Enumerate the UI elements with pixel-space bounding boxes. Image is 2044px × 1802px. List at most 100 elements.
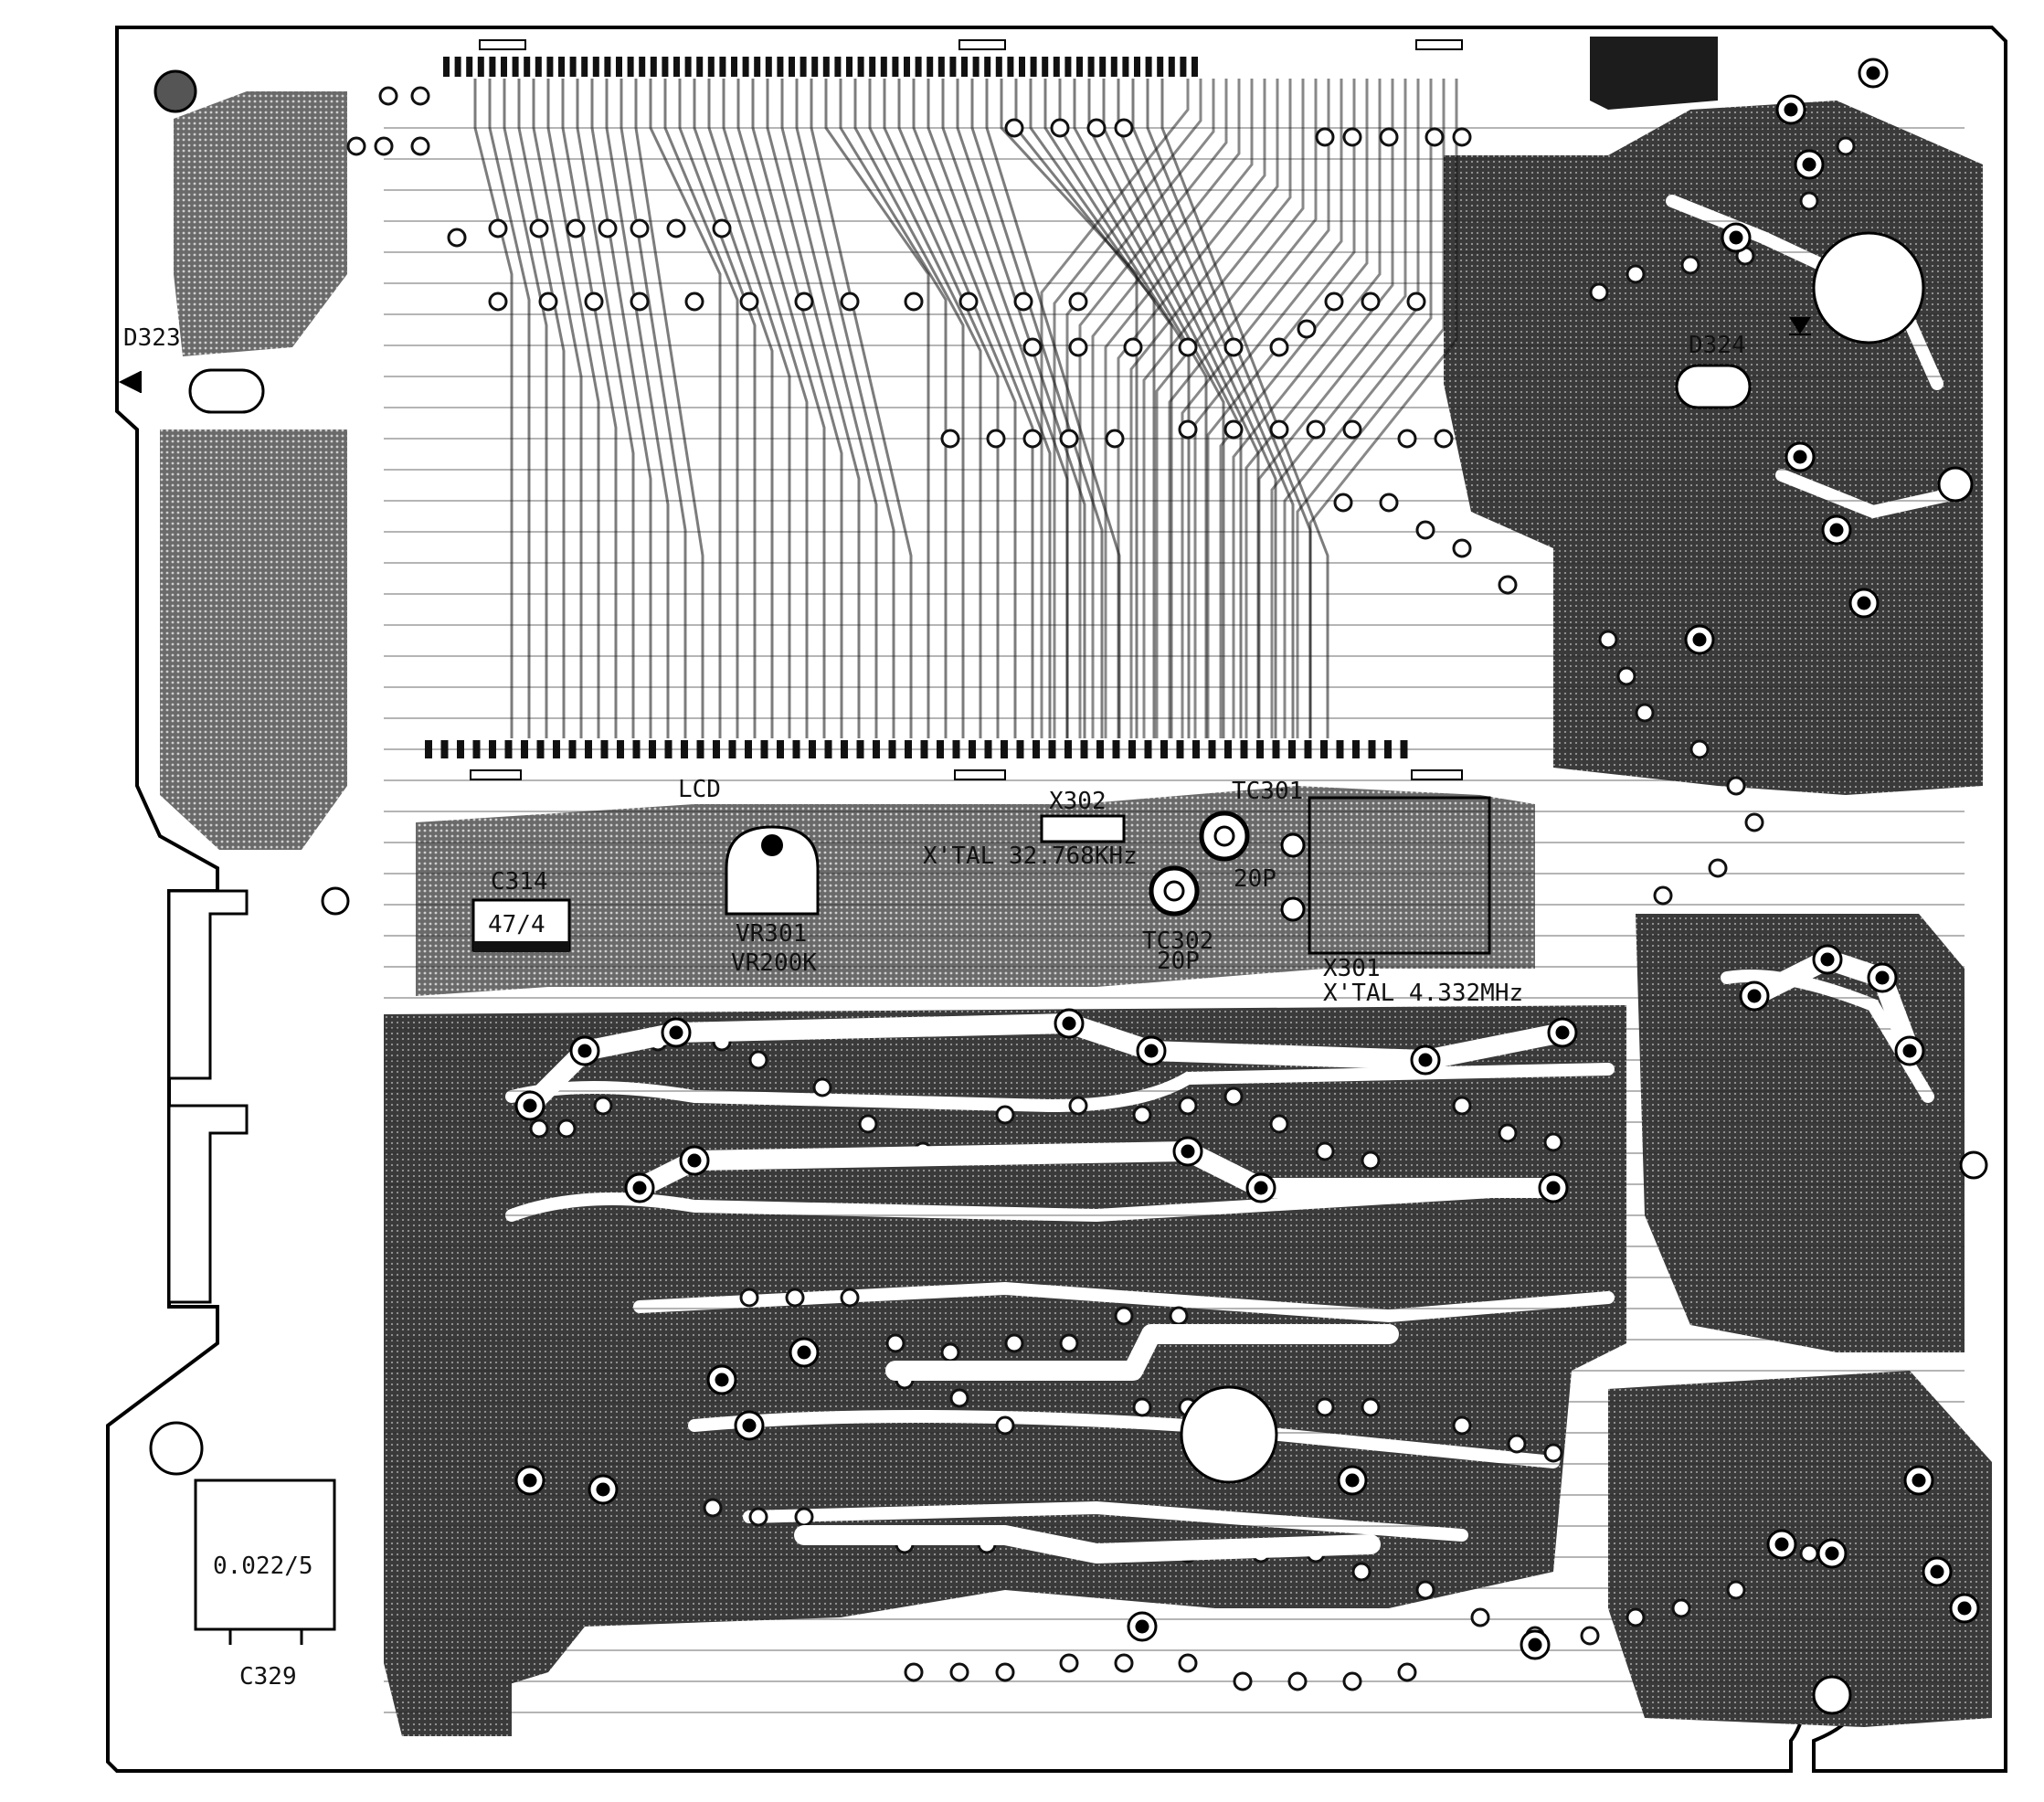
x302-label: X302 <box>1049 788 1107 815</box>
lcd-pad <box>569 57 577 77</box>
via <box>748 1507 768 1527</box>
lcd-trace <box>956 79 1086 738</box>
lcd-pad <box>696 57 704 77</box>
mounting-hole-right-mid <box>1937 466 1974 503</box>
lcd-trace <box>1270 79 1420 738</box>
lcd-pad <box>443 57 450 77</box>
lcd-pad <box>1064 57 1072 77</box>
via <box>1178 1653 1198 1673</box>
via <box>1415 1580 1435 1600</box>
lcd-pad <box>466 57 473 77</box>
lcd-pad <box>1019 57 1025 77</box>
lcd-pad <box>984 740 992 758</box>
pad-hole <box>596 1482 610 1497</box>
lcd-trace <box>620 79 687 738</box>
via <box>1653 885 1673 906</box>
via <box>794 292 814 312</box>
mounting-holes <box>149 69 1988 1715</box>
via <box>488 292 508 312</box>
lcd-pad <box>742 57 749 77</box>
lcd-trace <box>1160 79 1329 738</box>
edge-connectors <box>167 889 249 1304</box>
via <box>556 1118 577 1139</box>
pad-hole <box>1254 1181 1268 1195</box>
lcd-fanout-traces <box>473 79 1458 738</box>
via <box>1470 1607 1490 1627</box>
lcd-trace <box>1181 79 1330 738</box>
via <box>1068 292 1088 312</box>
lcd-pad <box>581 57 588 77</box>
via <box>812 1077 832 1097</box>
ground-plane-top-right-block <box>1590 37 1718 110</box>
via <box>1132 1397 1152 1417</box>
via <box>1726 1580 1746 1600</box>
c314-label: C314 <box>491 868 548 896</box>
lcd-pad <box>504 740 513 758</box>
via <box>1498 1123 1518 1143</box>
via <box>904 1662 924 1682</box>
via <box>1068 337 1088 357</box>
via <box>1836 136 1856 156</box>
lcd-pad <box>969 740 976 758</box>
via <box>1379 127 1399 147</box>
via <box>739 292 759 312</box>
via <box>1424 127 1445 147</box>
lcd-trace <box>1117 79 1266 738</box>
lcd-pad <box>1145 57 1152 77</box>
via <box>794 1507 814 1527</box>
via <box>1297 319 1317 339</box>
lcd-trace <box>927 79 1052 738</box>
via <box>712 218 732 238</box>
via <box>1351 1562 1371 1582</box>
lcd-pad <box>952 740 960 758</box>
lcd-pad <box>673 57 680 77</box>
lcd-pad <box>617 740 624 758</box>
pad-hole <box>1181 1144 1195 1159</box>
lcd-pad <box>684 57 692 77</box>
lcd-pad <box>1048 740 1056 758</box>
lcd-trace <box>1040 79 1190 738</box>
tc301-body <box>1199 811 1250 862</box>
via <box>1178 419 1198 440</box>
lcd-pad <box>857 57 864 77</box>
via <box>1744 812 1764 832</box>
d323-label: D323 <box>123 324 181 352</box>
via <box>1114 118 1134 138</box>
lcd-pad <box>440 740 449 758</box>
lcd-pad <box>627 57 634 77</box>
pad-hole <box>1555 1025 1570 1040</box>
lcd-pad <box>920 740 928 758</box>
d324-component: D324 <box>1675 317 1811 409</box>
via <box>1086 118 1107 138</box>
via <box>1452 1415 1472 1436</box>
lcd-pad <box>1016 740 1024 758</box>
via <box>1452 127 1472 147</box>
via <box>1178 337 1198 357</box>
via <box>1379 493 1399 513</box>
lcd-pad <box>568 740 577 758</box>
pad-hole <box>1902 1044 1917 1058</box>
lcd-trace <box>488 79 531 738</box>
via <box>995 1662 1015 1682</box>
d324-label: D324 <box>1689 332 1746 359</box>
via <box>374 136 394 156</box>
lcd-pad <box>650 57 657 77</box>
via <box>666 218 686 238</box>
via <box>1598 630 1618 650</box>
lcd-pad <box>1256 740 1264 758</box>
lcd-pad <box>846 57 853 77</box>
via <box>684 292 704 312</box>
lcd-trace <box>1014 79 1156 738</box>
lcd-pad <box>425 740 432 758</box>
lcd-pad <box>632 740 641 758</box>
via <box>378 86 398 106</box>
lcd-trace <box>1131 79 1295 738</box>
lcd-trace <box>532 79 583 738</box>
x301-label: X301 <box>1323 955 1381 982</box>
lcd-pad <box>856 740 864 758</box>
via <box>593 1096 613 1116</box>
lcd-pad <box>888 740 896 758</box>
lcd-pad <box>1099 57 1107 77</box>
lcd-pad <box>1168 57 1175 77</box>
lcd-bottom-pads <box>425 740 1463 780</box>
